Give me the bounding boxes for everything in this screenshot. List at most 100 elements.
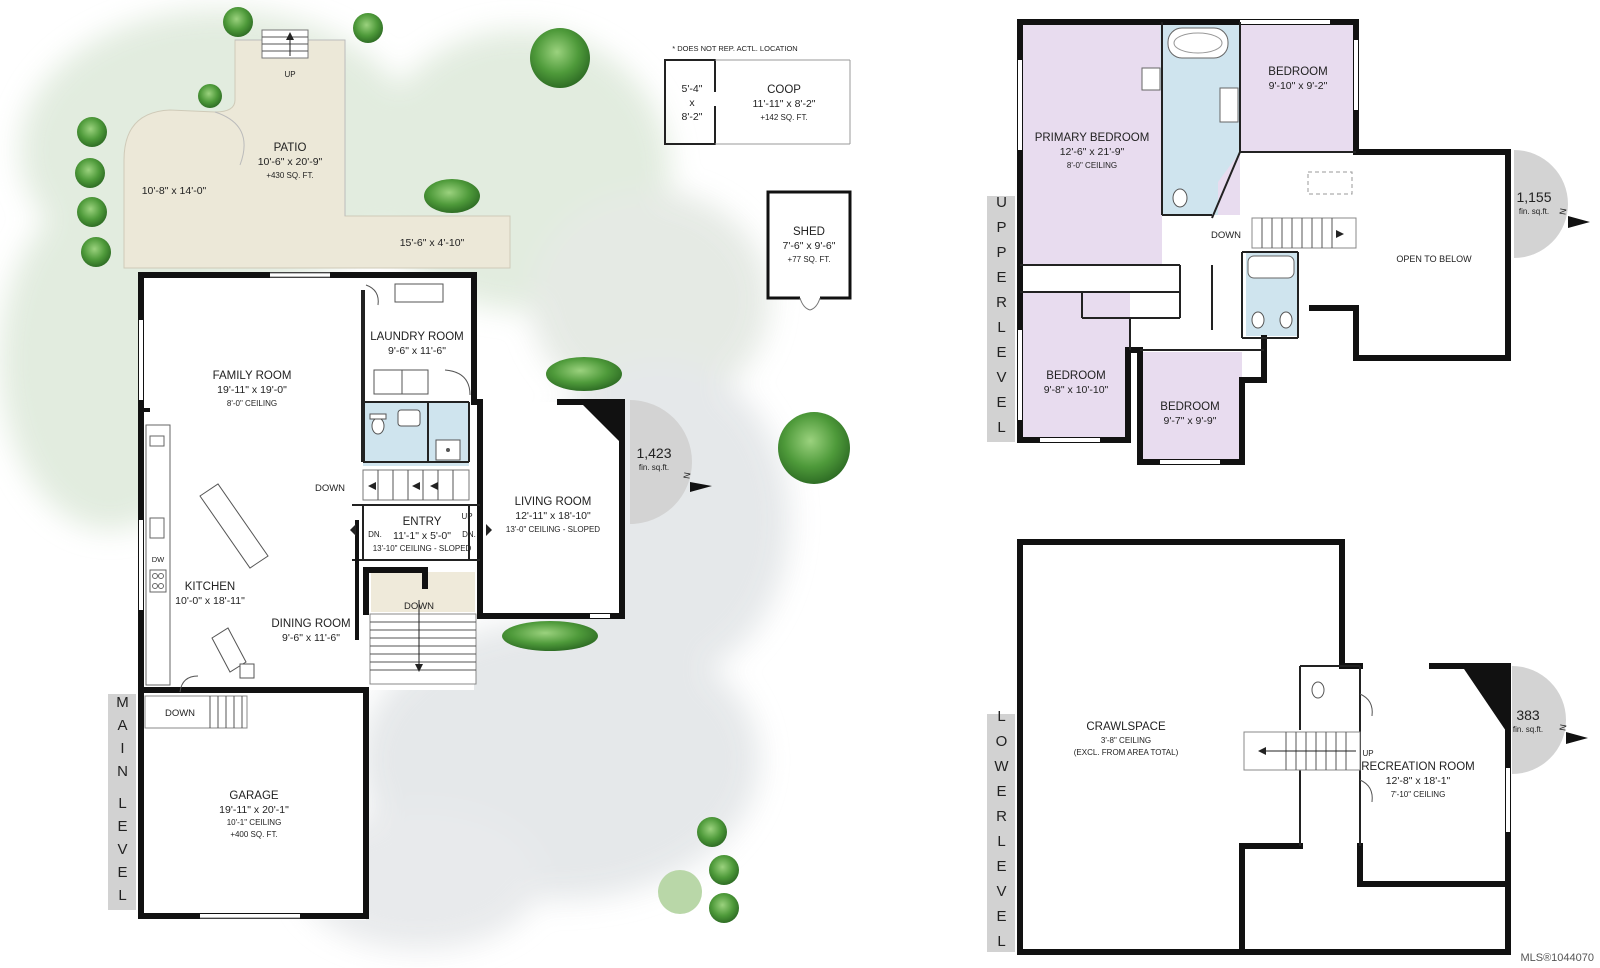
left-arrow-icon [1258,747,1266,755]
shed-name: SHED [793,226,825,238]
tree-icon [75,7,850,923]
door-swing-icon [444,369,471,396]
bedroom-sw-name: BEDROOM [1046,370,1105,382]
family-sub: 8'-0" CEILING [227,399,277,408]
patio-steps [261,29,309,59]
front-steps [369,600,477,685]
primary-sub: 8'-0" CEILING [1067,161,1117,170]
garage-name: GARAGE [229,790,279,802]
garage-down-label: DOWN [165,708,195,719]
entry-name: ENTRY [403,516,442,528]
patio-sub: +430 SQ. FT. [266,171,313,180]
main-level-label: MAIN LEVEL [108,694,136,910]
patio-dim: 10'-6" x 20'-9" [258,156,323,168]
front-down-label: DOWN [404,601,434,612]
toilet-icon [369,413,387,435]
entry-dn-right: DN. [462,530,476,539]
patio-dim2: 10'-8" x 14'-0" [142,185,207,197]
upper-level-plan: DOWN OPEN TO BELOW PRIMARY BEDROOM 12'-6… [1017,19,1590,465]
shed-dim: 7'-6" x 9'-6" [783,240,836,252]
coop-name: COOP [767,84,801,96]
recreation-dim: 12'-8" x 18'-1" [1386,775,1451,787]
bathtub-icon [1167,27,1229,59]
lower-area-unit: fin. sq.ft. [1513,725,1543,734]
dining-dim: 9'-6" x 11'-6" [282,632,340,644]
coop-dim: 11'-11" x 8'-2" [752,98,815,110]
sink-icon [397,409,421,427]
patio-area [123,39,511,269]
primary-dim: 12'-6" x 21'-9" [1060,146,1125,158]
toilet-icon [1172,188,1188,208]
mls-watermark: MLS®1044070 [1520,952,1594,964]
coop-small-x: x [689,97,695,109]
family-name: FAMILY ROOM [213,370,292,382]
kitchen-dw-label: DW [152,555,165,564]
patio-up-label: UP [284,70,295,79]
open-to-below: OPEN TO BELOW [1396,254,1472,264]
bedroom-s-name: BEDROOM [1160,401,1219,413]
main-area-unit: fin. sq.ft. [639,463,669,472]
kitchen-counters [145,424,269,686]
garage-sub2: +400 SQ. FT. [230,830,277,839]
compass-arrow-icon [1568,216,1590,228]
living-dim: 12'-11" x 18'-10" [515,510,591,522]
lower-area-value: 383 [1516,707,1540,723]
crawlspace-sub: (EXCL. FROM AREA TOTAL) [1074,748,1179,757]
patio-name: PATIO [274,142,307,154]
main-level-plan: UP PATIO 10'-6" x 20'-9" +430 SQ. FT. 10… [0,7,852,950]
stairs-down-label: DOWN [315,483,345,494]
main-level-word1: MAIN [114,694,131,786]
down-arrow-icon [415,664,423,672]
coop-small-b: 8'-2" [682,111,703,123]
toilet-icon [1311,681,1325,699]
lower-area-badge [1512,666,1588,774]
bedroom-ne-name: BEDROOM [1268,66,1327,78]
up-arrow-icon [286,32,294,40]
crawlspace-name: CRAWLSPACE [1086,721,1166,733]
compass-arrow-icon [1566,732,1588,744]
compass-arrow-icon [690,482,712,492]
lower-stairs [1243,731,1361,771]
lower-level-word1: LOWER [993,708,1010,833]
upper-level-word1: UPPER [993,194,1010,319]
kitchen-name: KITCHEN [185,581,235,593]
upper-level-label: UPPER LEVEL [987,194,1015,444]
kitchen-dim: 10'-0" x 18'-11" [175,595,245,607]
bedroom-sw-dim: 9'-8" x 10'-10" [1044,384,1109,396]
lower-level-plan: CRAWLSPACE 3'-8" CEILING (EXCL. FROM ARE… [1017,539,1588,955]
shed-sub: +77 SQ. FT. [788,255,831,264]
entry-dim: 11'-1" x 5'-0" [393,530,451,542]
upper-area-badge [1514,150,1590,258]
entry-stairs [362,469,470,501]
coop-sub: +142 SQ. FT. [760,113,807,122]
upper-level-word2: LEVEL [993,319,1010,444]
upper-area-compass: N [1558,207,1569,215]
living-name: LIVING ROOM [515,496,592,508]
upper-down-label: DOWN [1211,230,1241,241]
upper-area-unit: fin. sq.ft. [1519,207,1549,216]
laundry-name: LAUNDRY ROOM [370,331,464,343]
lower-up-label: UP [1362,749,1373,758]
dining-name: DINING ROOM [271,618,350,630]
recreation-sub: 7'-10" CEILING [1391,790,1446,799]
entry-sub: 13'-10" CEILING - SLOPED [373,544,472,553]
shed [766,190,852,311]
family-dim: 19'-11" x 19'-0" [217,384,287,396]
coop-small-a: 5'-4" [682,83,703,95]
entry-up: UP [461,512,472,521]
patio-dim3: 15'-6" x 4'-10" [400,237,465,249]
upper-area-value: 1,155 [1516,189,1551,205]
entry-dn-left: DN. [368,530,382,539]
main-level-word2: LEVEL [114,795,131,910]
bedroom-s-dim: 9'-7" x 9'-9" [1164,415,1217,427]
garage-sub: 10'-1" CEILING [227,818,282,827]
main-area-badge [630,400,712,524]
laundry-dim: 9'-6" x 11'-6" [388,345,446,357]
living-sub: 13'-0" CEILING - SLOPED [506,525,600,534]
lower-level-word2: LEVEL [993,833,1010,958]
crawlspace-dim: 3'-8" CEILING [1101,736,1151,745]
left-arrow-icon [368,482,376,490]
recreation-name: RECREATION ROOM [1361,761,1475,773]
main-area-compass: N [682,471,693,479]
